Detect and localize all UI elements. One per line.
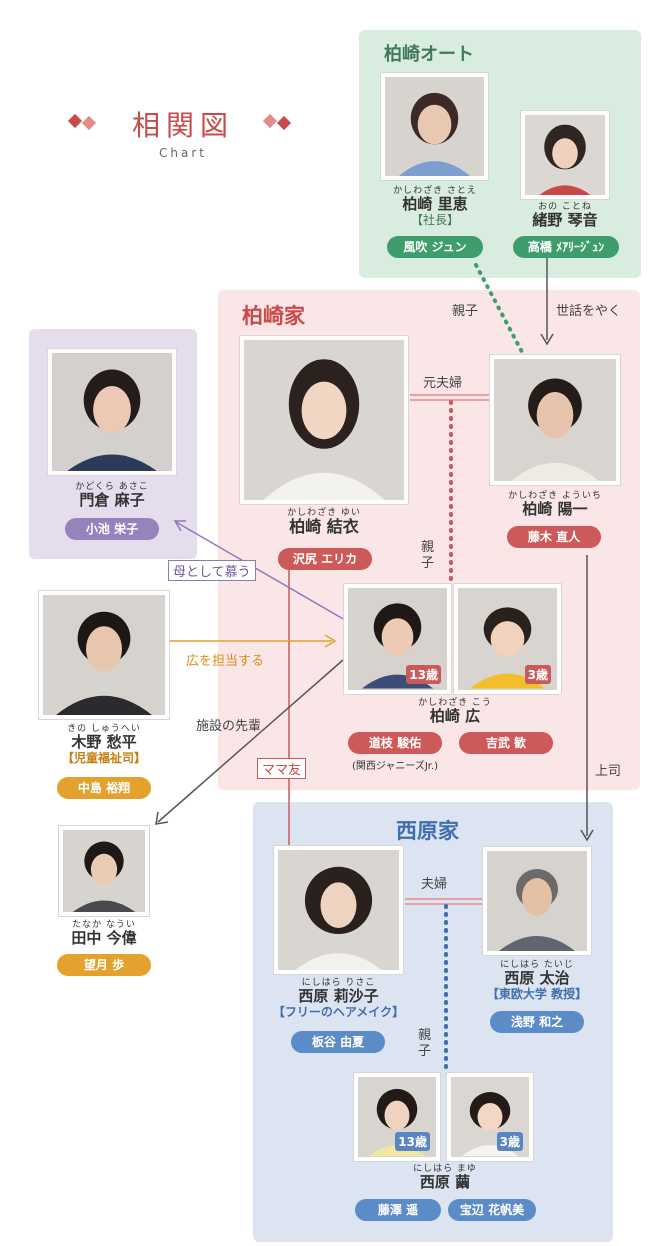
age-badge-mayu-13: 13歳 bbox=[395, 1132, 430, 1151]
actor-kou-1-note: (関西ジャニーズJr.) bbox=[351, 761, 439, 772]
actor-kou-2: 吉武 歓 bbox=[459, 732, 553, 754]
group-title-auto: 柏崎オート bbox=[384, 44, 474, 65]
photo-mayu-3: 3歳 bbox=[446, 1072, 534, 1162]
photo-naui bbox=[58, 825, 150, 917]
relation-label-motofufu: 元夫婦 bbox=[423, 376, 463, 391]
photo-satoe bbox=[380, 72, 489, 181]
info-yoichi: かしわざき よういち 柏崎 陽一 bbox=[508, 491, 602, 519]
info-risako: にしはら りさこ 西原 莉沙子 【フリーのヘアメイク】 bbox=[272, 978, 405, 1019]
actor-mayu-2: 宝辺 花帆美 bbox=[448, 1199, 536, 1221]
age-badge-kou-3: 3歳 bbox=[524, 665, 551, 684]
photo-mayu-13: 13歳 bbox=[353, 1072, 441, 1162]
age-badge-mayu-3: 3歳 bbox=[496, 1132, 523, 1151]
relation-label-joshi: 上司 bbox=[595, 764, 622, 779]
info-satoe: かしわざき さとえ 柏崎 里恵 【社長】 bbox=[393, 186, 477, 227]
info-shuhei: きの しゅうへい 木野 愁平 【児童福祉司】 bbox=[61, 724, 146, 765]
actor-mayu-1: 藤澤 遥 bbox=[355, 1199, 441, 1221]
title-decoration-right bbox=[262, 110, 297, 138]
photo-kotone bbox=[520, 110, 610, 200]
info-taiji: にしはら たいじ 西原 太治 【東欧大学 教授】 bbox=[486, 960, 588, 1001]
title-decoration-left bbox=[67, 110, 102, 138]
group-title-nishihara: 西原家 bbox=[396, 819, 459, 843]
group-title-kashiwazaki: 柏崎家 bbox=[242, 304, 305, 328]
relation-label-fufu: 夫婦 bbox=[421, 877, 448, 892]
photo-yoichi bbox=[489, 354, 621, 486]
actor-yoichi: 藤木 直人 bbox=[507, 526, 601, 548]
relation-label-oyako-nishihara: 親子 bbox=[418, 1028, 432, 1059]
actor-naui: 望月 歩 bbox=[57, 954, 151, 976]
photo-asako bbox=[47, 348, 177, 476]
relation-label-mamatomo: ママ友 bbox=[257, 758, 307, 779]
photo-shuhei bbox=[38, 590, 170, 720]
photo-kou-13: 13歳 bbox=[343, 583, 452, 695]
actor-taiji: 浅野 和之 bbox=[490, 1011, 584, 1033]
relation-label-haha: 母として慕う bbox=[168, 560, 256, 581]
age-badge-kou-13: 13歳 bbox=[406, 665, 441, 684]
actor-kou-1: 道枝 駿佑 bbox=[348, 732, 442, 754]
relation-label-senpai: 施設の先輩 bbox=[196, 719, 262, 734]
page-subtitle: Chart bbox=[159, 146, 207, 160]
info-yui: かしわざき ゆい 柏崎 結衣 bbox=[287, 508, 361, 537]
actor-kotone: 高橋 ﾒｱﾘｰｼﾞｭﾝ bbox=[513, 236, 619, 258]
photo-risako bbox=[273, 845, 404, 975]
relation-label-sewa: 世話をやく bbox=[556, 304, 622, 319]
actor-yui: 沢尻 エリカ bbox=[278, 548, 372, 570]
actor-asako: 小池 栄子 bbox=[65, 518, 159, 540]
info-mayu: にしはら まゆ 西原 繭 bbox=[413, 1164, 477, 1192]
page-title: 相関図 bbox=[131, 109, 234, 142]
info-asako: かどくら あさこ 門倉 麻子 bbox=[75, 482, 149, 510]
info-kotone: おの ことね 緒野 琴音 bbox=[532, 202, 598, 230]
info-naui: たなか なうい 田中 今偉 bbox=[71, 920, 137, 948]
actor-risako: 板谷 由夏 bbox=[291, 1031, 385, 1053]
relation-label-tanto: 広を担当する bbox=[186, 654, 265, 669]
photo-kou-3: 3歳 bbox=[453, 583, 562, 695]
photo-taiji bbox=[482, 846, 592, 956]
actor-satoe: 風吹 ジュン bbox=[387, 236, 483, 258]
relation-label-oyako-kashiwazaki: 親子 bbox=[421, 540, 435, 571]
photo-yui bbox=[239, 335, 409, 505]
info-kou: かしわざき こう 柏崎 広 bbox=[418, 698, 492, 726]
relation-label-oyako-auto: 親子 bbox=[452, 304, 479, 319]
actor-shuhei: 中島 裕翔 bbox=[57, 777, 151, 799]
